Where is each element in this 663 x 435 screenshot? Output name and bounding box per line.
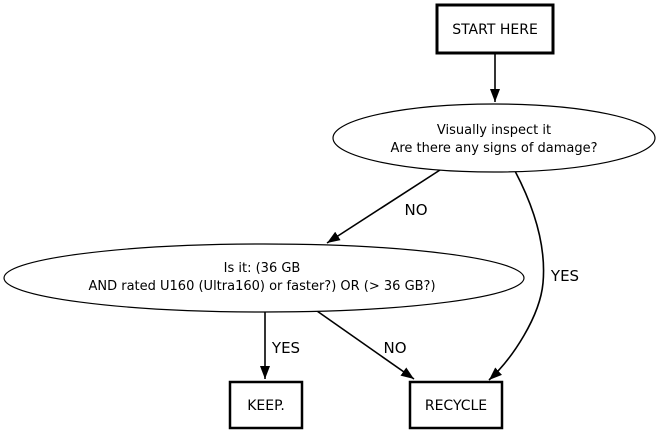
inspect-node-ellipse	[332, 103, 656, 173]
recycle-node-box	[408, 380, 504, 430]
keep-node: KEEP.	[228, 380, 304, 430]
inspect-node: Visually inspect it Are there any signs …	[332, 103, 656, 173]
edge-label-inspect-no: NO	[404, 201, 427, 219]
keep-node-box	[228, 380, 304, 430]
keep-node-label: KEEP.	[247, 398, 285, 414]
edge-decision-to-recycle	[316, 310, 415, 380]
edge-inspect-to-decision	[326, 169, 441, 244]
decision-node: Is it: (36 GB AND rated U160 (Ultra160) …	[3, 243, 525, 313]
start-node-label: START HERE	[452, 22, 538, 38]
decision-node-label-line1: Is it: (36 GB	[224, 261, 301, 276]
inspect-node-label-line1: Visually inspect it	[437, 123, 551, 138]
start-node: START HERE	[435, 3, 555, 55]
edge-label-inspect-yes: YES	[550, 267, 579, 285]
decision-node-label-line2: AND rated U160 (Ultra160) or faster?) OR…	[88, 279, 435, 294]
decision-node-ellipse	[3, 243, 525, 313]
recycle-node-label: RECYCLE	[425, 398, 487, 414]
start-node-box	[435, 3, 555, 55]
recycle-node: RECYCLE	[408, 380, 504, 430]
edge-label-decision-yes: YES	[271, 339, 300, 357]
inspect-node-label-line2: Are there any signs of damage?	[390, 141, 597, 156]
edge-inspect-to-recycle	[488, 170, 545, 381]
edge-label-decision-no: NO	[383, 339, 406, 357]
